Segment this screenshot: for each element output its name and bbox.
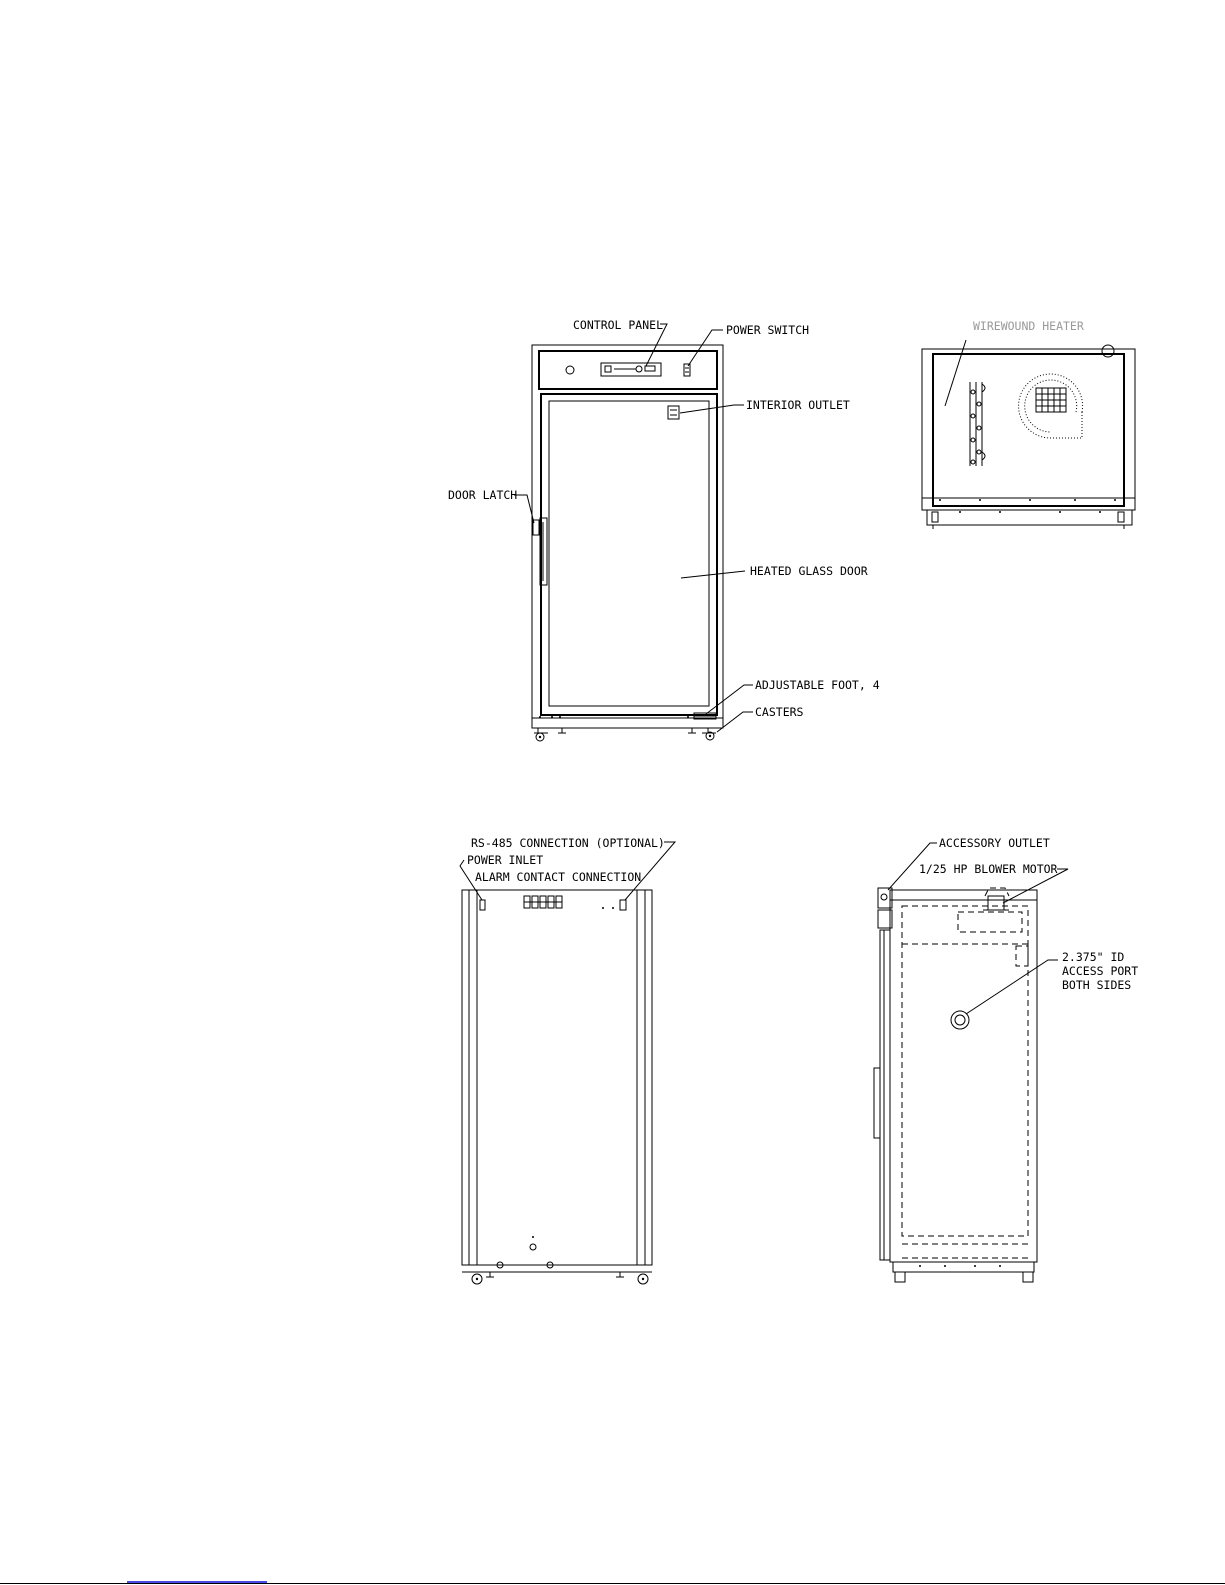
label-control-panel: CONTROL PANEL (573, 318, 663, 332)
glass-door-frame (541, 394, 717, 715)
knob-icon (566, 366, 574, 374)
side-handle (874, 1068, 880, 1138)
label-access-port-line2: ACCESS PORT (1062, 964, 1138, 978)
caster-right (702, 728, 716, 740)
label-power-switch: POWER SWITCH (726, 323, 809, 337)
rear-casters (472, 1272, 648, 1284)
label-access-port-line3: BOTH SIDES (1062, 978, 1131, 992)
power-switch-icon (684, 364, 690, 376)
label-rs485: RS-485 CONNECTION (OPTIONAL) (471, 836, 665, 850)
foot-right (688, 728, 696, 733)
blower-motor-icon (988, 896, 1004, 910)
blower-housing (1019, 374, 1083, 438)
rear-vents (524, 896, 562, 908)
label-blower-motor: 1/25 HP BLOWER MOTOR (919, 862, 1058, 876)
power-inlet-icon (480, 900, 485, 910)
label-heated-glass-door: HEATED GLASS DOOR (750, 564, 868, 578)
label-interior-outlet: INTERIOR OUTLET (746, 398, 850, 412)
alarm-contact-icon (620, 900, 626, 910)
label-access-port-line1: 2.375" ID (1062, 950, 1124, 964)
label-casters: CASTERS (755, 705, 804, 719)
rear-view: RS-485 CONNECTION (OPTIONAL) POWER INLET… (460, 836, 675, 1284)
label-power-inlet: POWER INLET (467, 853, 543, 867)
wirewound-heater-icon (970, 382, 985, 466)
glass-pane (549, 401, 709, 706)
label-wirewound-heater: WIREWOUND HEATER (973, 319, 1084, 333)
caster-left (534, 728, 548, 741)
front-view: CONTROL PANEL POWER SWITCH INTERIOR OUTL… (448, 318, 880, 741)
label-accessory-outlet: ACCESSORY OUTLET (939, 836, 1050, 850)
label-door-latch: DOOR LATCH (448, 488, 517, 502)
label-adjustable-foot: ADJUSTABLE FOOT, 4 (755, 678, 880, 692)
top-view: WIREWOUND HEATER (922, 319, 1135, 529)
foot-left (558, 728, 566, 733)
side-view: ACCESSORY OUTLET 1/25 HP BLOWER MOTOR 2.… (874, 836, 1138, 1282)
label-alarm-contact: ALARM CONTACT CONNECTION (475, 870, 641, 884)
interior-outlet-icon (668, 406, 679, 419)
footer-rule (0, 1583, 1225, 1584)
